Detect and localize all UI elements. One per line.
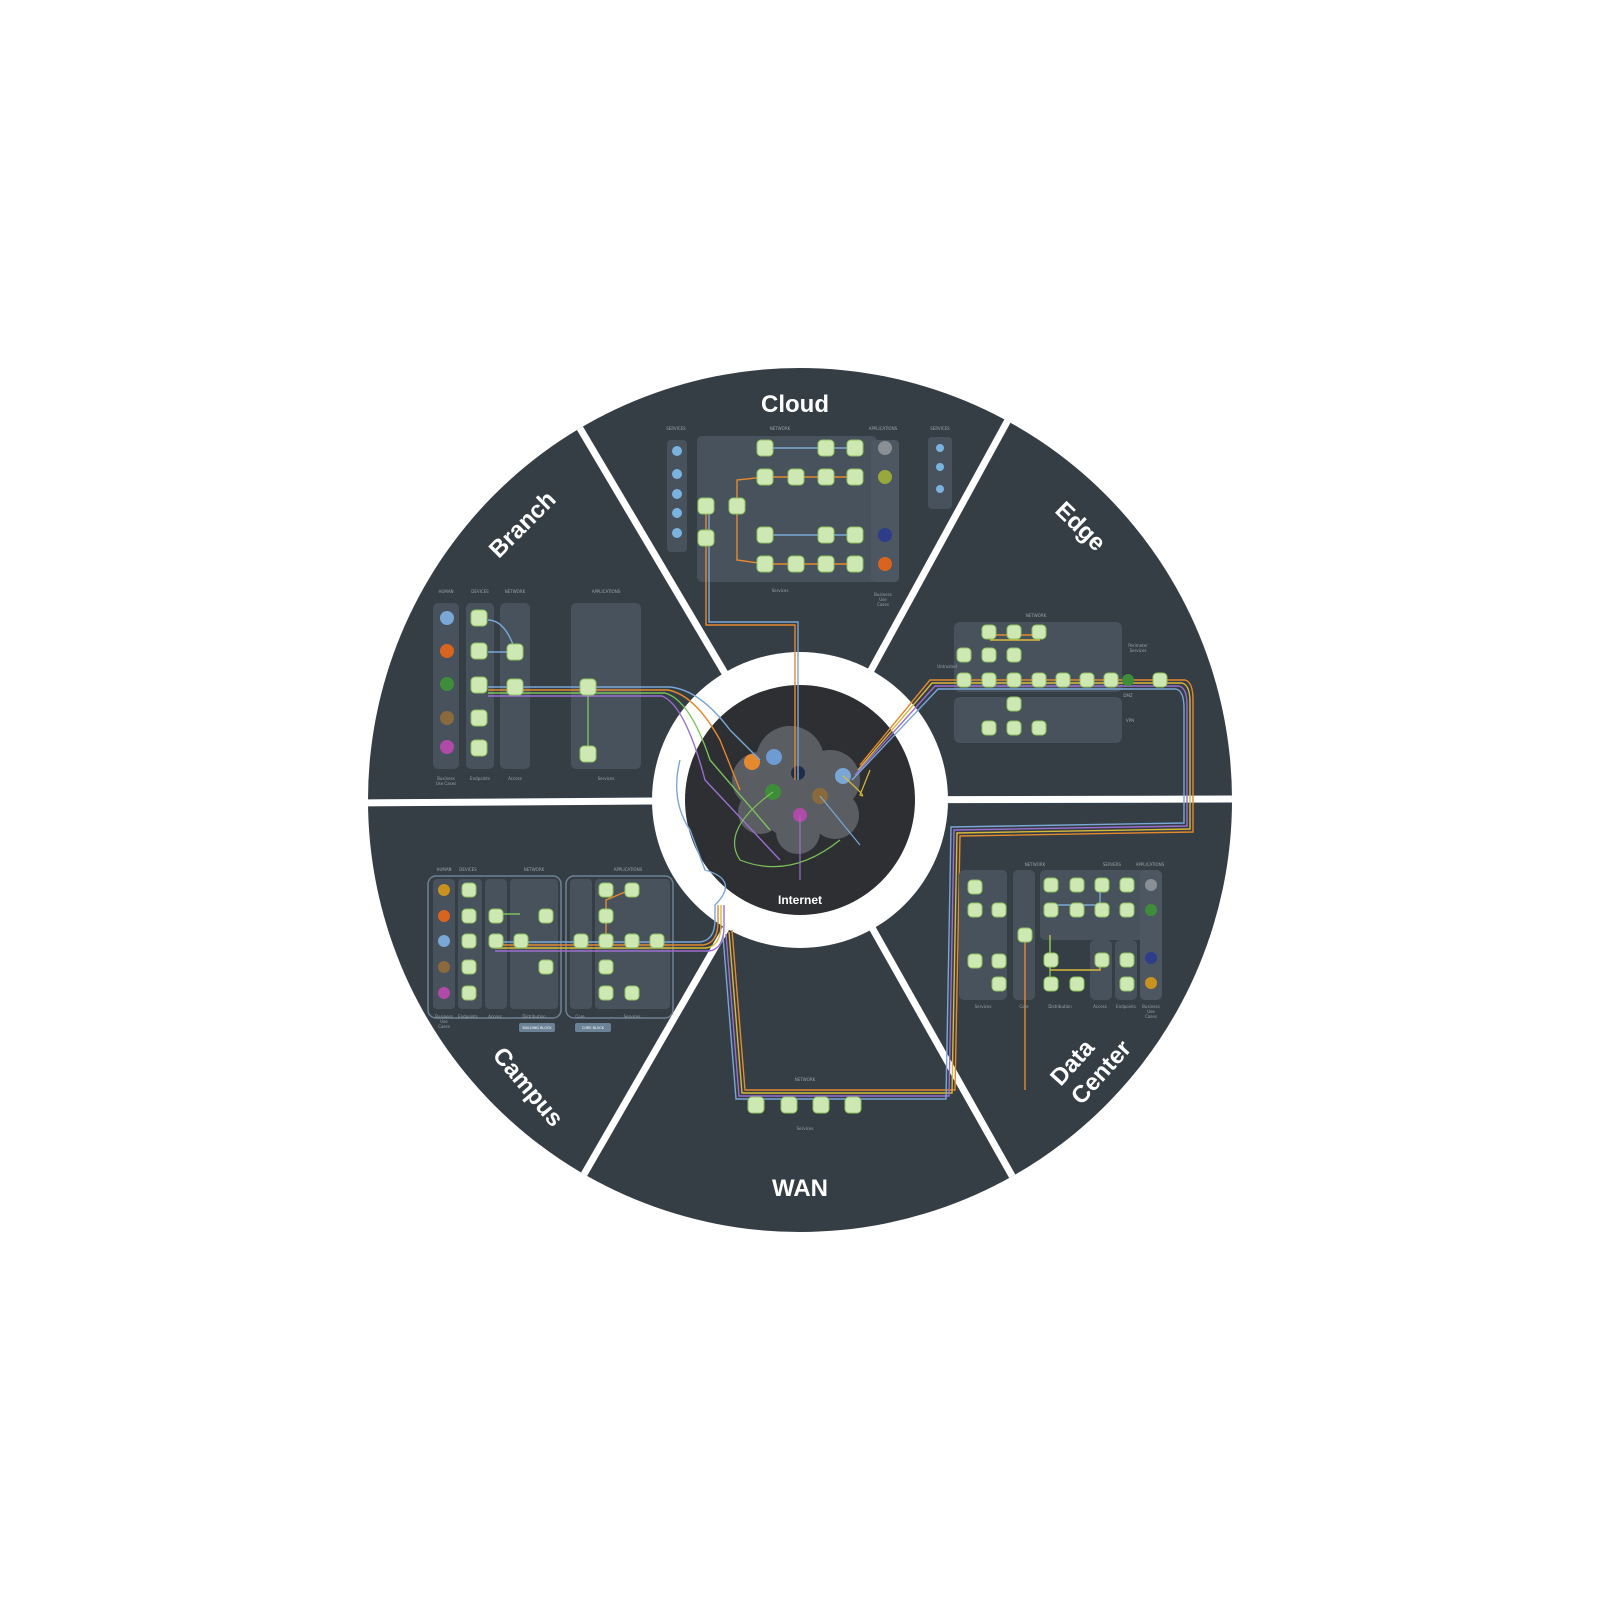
data-center-sector: NETWORK SERVERS APPLICATIONS bbox=[959, 862, 1165, 1090]
dc-footer-cases: Cases bbox=[1145, 1014, 1157, 1019]
campus-human-icons bbox=[438, 884, 450, 999]
edge-label-dmz: DMZ bbox=[1123, 693, 1133, 698]
wan-header-network: NETWORK bbox=[795, 1077, 816, 1082]
edge-label-vpn: VPN bbox=[1126, 718, 1134, 723]
cloud-service-icons bbox=[672, 444, 944, 538]
campus-footer-access: Access bbox=[488, 1014, 502, 1019]
edge-label-untrusted: Untrusted bbox=[937, 664, 957, 669]
campus-core-block bbox=[565, 875, 674, 1019]
dc-footer-access: Access bbox=[1093, 1004, 1107, 1009]
branch-human-icons bbox=[440, 611, 454, 754]
internet-node-2 bbox=[744, 754, 760, 770]
segment-title-cloud: Cloud bbox=[761, 391, 829, 418]
cloud-panel-apps bbox=[871, 440, 899, 582]
dc-footer-business: Business bbox=[1142, 1004, 1160, 1009]
cloud-header-services: SERVICES bbox=[666, 426, 686, 431]
cloud-sector: SERVICES NETWORK APPLICATIONS SERVICES bbox=[666, 426, 952, 780]
dc-footer-use: Use bbox=[1147, 1009, 1155, 1014]
dc-header-servers: SERVERS bbox=[1103, 862, 1122, 867]
cloud-panel-services-2 bbox=[928, 437, 952, 509]
cloud-footer-use: Use bbox=[879, 597, 887, 602]
campus-footer-business: Business bbox=[435, 1014, 453, 1019]
branch-nodes bbox=[470, 609, 597, 763]
cloud-app-icons bbox=[878, 441, 892, 571]
dc-footer-core: Core bbox=[1019, 1004, 1029, 1009]
sector-dividers bbox=[368, 418, 1232, 1192]
cloud-footer-business: Business bbox=[874, 592, 892, 597]
edge-nodes bbox=[956, 624, 1168, 736]
edge-label-perimeter: Perimeter bbox=[1128, 643, 1148, 648]
cloud-nodes bbox=[697, 439, 864, 573]
campus-footer-distribution: Distribution bbox=[522, 1014, 546, 1019]
campus-core-block-label: CORE BLOCK bbox=[582, 1026, 605, 1030]
campus-nodes bbox=[461, 882, 665, 1001]
internet-node-1 bbox=[766, 749, 782, 765]
branch-header-devices: DEVICES bbox=[471, 589, 489, 594]
dc-footer-services: Services bbox=[975, 1004, 992, 1009]
cloud-header-network: NETWORK bbox=[770, 426, 791, 431]
campus-footer-cases: Cases bbox=[438, 1024, 450, 1029]
campus-building-block bbox=[427, 875, 562, 1019]
campus-sector: HUMAN DEVICES NETWORK APPLICATIONS bbox=[427, 759, 727, 1032]
segment-title-wan: WAN bbox=[772, 1175, 828, 1202]
campus-header-human: HUMAN bbox=[436, 867, 451, 872]
campus-header-applications: APPLICATIONS bbox=[614, 867, 643, 872]
cloud-header-services-2: SERVICES bbox=[930, 426, 950, 431]
internet-links bbox=[733, 769, 871, 880]
wan-sector: NETWORK Services bbox=[747, 1077, 862, 1131]
wan-footer-services: Services bbox=[797, 1126, 814, 1131]
cloud-footer-cases: Cases bbox=[877, 602, 889, 607]
branch-header-applications: APPLICATIONS bbox=[592, 589, 621, 594]
dc-nodes bbox=[967, 877, 1157, 992]
dc-footer-distribution: Distribution bbox=[1048, 1004, 1072, 1009]
branch-sector: HUMAN DEVICES NETWORK APPLICATIONS bbox=[433, 589, 781, 861]
campus-building-block-badge bbox=[519, 1023, 555, 1032]
campus-footer-core: Core bbox=[575, 1014, 585, 1019]
cloud-header-applications: APPLICATIONS bbox=[869, 426, 898, 431]
branch-header-network: NETWORK bbox=[505, 589, 526, 594]
branch-footer-business: Business bbox=[437, 776, 455, 781]
campus-building-block-label: BUILDING BLOCK bbox=[523, 1026, 553, 1030]
wan-nodes bbox=[747, 1096, 862, 1114]
edge-panel-bottom bbox=[954, 697, 1122, 743]
dc-footer-endpoints: Endpoints bbox=[1116, 1004, 1136, 1009]
edge-label-services: Services bbox=[1130, 648, 1147, 653]
campus-footer-use: Use bbox=[440, 1019, 448, 1024]
branch-footer-endpoints: Endpoints bbox=[470, 776, 490, 781]
branch-footer-usecases: Use Cases bbox=[436, 781, 457, 786]
internet-label: Internet bbox=[778, 893, 822, 907]
campus-core-block-badge bbox=[575, 1023, 611, 1032]
dc-header-applications: APPLICATIONS bbox=[1136, 862, 1165, 867]
branch-header-human: HUMAN bbox=[438, 589, 453, 594]
campus-footer-endpoints: Endpoints bbox=[458, 1014, 478, 1019]
branch-footer-services: Services bbox=[598, 776, 615, 781]
campus-header-devices: DEVICES bbox=[459, 867, 477, 872]
branch-footer-access: Access bbox=[508, 776, 522, 781]
campus-footer-services: Services bbox=[624, 1014, 641, 1019]
campus-header-network: NETWORK bbox=[524, 867, 545, 872]
edge-header-network: NETWORK bbox=[1026, 613, 1047, 618]
dc-header-network: NETWORK bbox=[1025, 862, 1046, 867]
campus-links bbox=[495, 759, 727, 952]
cloud-footer-services: Services bbox=[772, 588, 789, 593]
edge-sector: NETWORK bbox=[722, 613, 1194, 1100]
cloud-links bbox=[705, 447, 855, 780]
dc-panel-apps bbox=[1140, 870, 1162, 1000]
